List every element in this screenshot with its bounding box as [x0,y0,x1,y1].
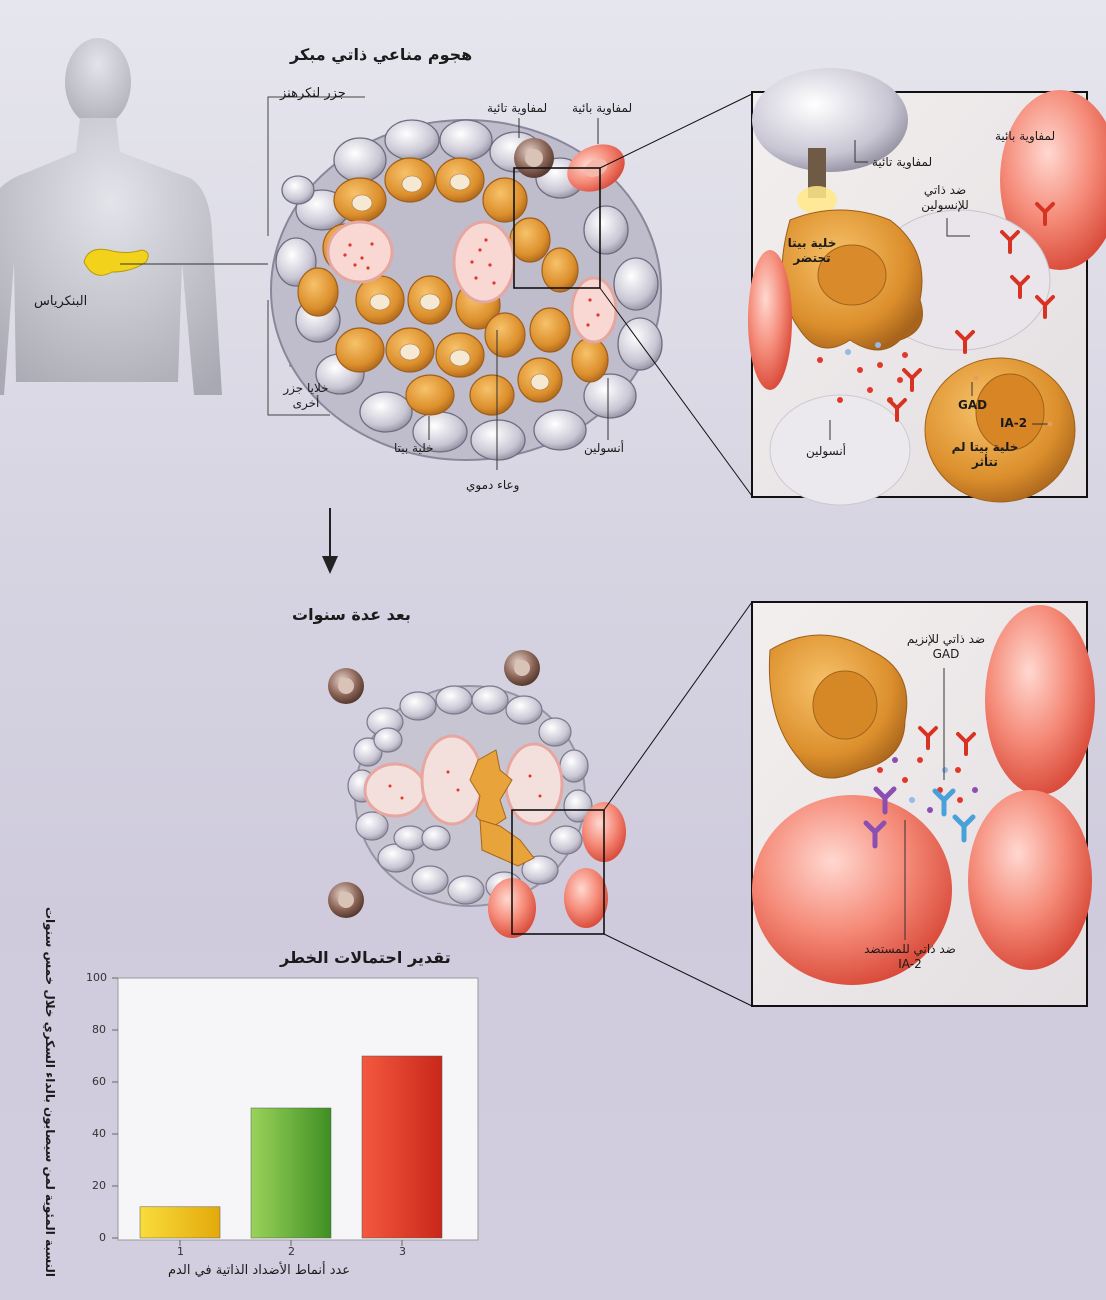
islet-later [347,685,593,907]
y-tick-label: 60 [92,1075,106,1088]
section2-title: بعد عدة سنوات [292,605,411,624]
islet-early [270,119,663,461]
y-tick-label: 40 [92,1127,106,1140]
y-tick-label: 0 [99,1231,106,1244]
b-cells-later [488,802,626,938]
t-cells-later [328,650,540,918]
human-silhouette [0,38,222,395]
other-islet-cells-label: خلايا جزر أخرى [283,381,329,410]
intact-beta-label: خلية بيتا لم تتأثر [951,440,1019,469]
islet-label: جزر لنكرهنز [280,86,346,101]
pancreas-organ [83,248,149,276]
chart-ylabel: النسبة المئوية لمن سيصابون بالداء السكري… [43,906,57,1277]
b-cell-label: لمفاوية بائية [572,101,633,115]
blood-vessel-label: وعاء دموي [466,478,520,492]
zoom-panel-2 [751,601,1095,1007]
insulin-label: أنسولين [584,441,624,455]
anti-insulin-label: ضد ذاتي للإنسولين [921,183,969,212]
anti-ia2-label: ضد ذاتي للمستضد IA-2 [864,942,956,971]
section1-title: هجوم مناعي ذاتي مبكر [290,45,473,64]
y-tick-label: 20 [92,1179,106,1192]
x-tick-label: 2 [288,1245,295,1258]
x-tick-label: 1 [177,1245,184,1258]
arrow-down-icon [322,508,338,574]
y-tick-label: 80 [92,1023,106,1036]
helper-t-label: لمفاوية تائية [487,101,548,115]
chart-title: تقدير احتمالات الخطر [280,948,451,967]
beta-cell-label: خلية بيتا [394,441,434,455]
y-tick-label: 100 [86,971,107,984]
x-tick-label: 3 [399,1245,406,1258]
risk-chart [112,977,479,1246]
bar-1 [139,1206,221,1239]
zoom1-b-cell-label: لمفاوية بائية [995,129,1056,143]
bar-3 [361,1055,443,1239]
zoom1-insulin-label: أنسولين [806,444,846,458]
pancreas-label: البنكرياس [34,294,88,309]
gad-label: GAD [958,398,988,412]
anti-gad-label: ضد ذاتي للإنزيم GAD [906,632,986,661]
ia2-label: IA-2 [1000,416,1028,430]
zoom-panel-1 [748,68,1106,506]
zoom1-t-cell-label: لمفاوية تائية [872,155,933,169]
bar-2 [250,1107,332,1239]
chart-xlabel: عدد أنماط الأضداد الذاتية في الدم [168,1263,351,1278]
t-cell-1 [514,138,554,178]
dying-beta-label: خلية بيتا تحتضر [787,236,837,265]
